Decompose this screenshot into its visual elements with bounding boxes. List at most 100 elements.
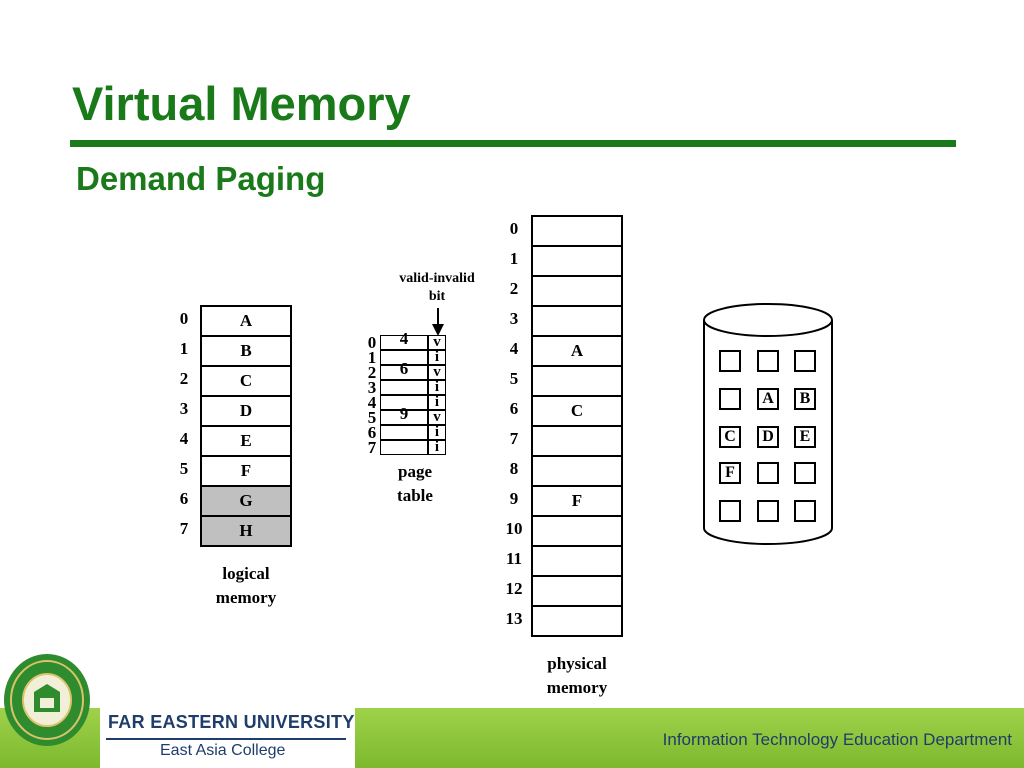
- title-rule: [70, 140, 956, 147]
- physical-frame-number: 4: [509, 339, 519, 358]
- physical-frame-cell: F: [531, 485, 623, 517]
- valid-invalid-bit: v: [433, 334, 441, 350]
- physical-frame-number: 11: [505, 549, 523, 568]
- disk-page-box: E: [794, 426, 816, 448]
- physical-frame-number: 9: [509, 489, 519, 508]
- page-table-bit-cell: [428, 380, 446, 395]
- physical-frame-number: 13: [505, 609, 523, 628]
- physical-frame-cell: [531, 545, 623, 577]
- physical-frame-cell: [531, 605, 623, 637]
- page-table-index: 2: [367, 363, 377, 382]
- logical-page-number: 6: [179, 489, 189, 508]
- logical-page-cell: E: [200, 425, 292, 457]
- disk-page-box: [719, 350, 741, 372]
- page-table-label: page table: [397, 462, 433, 505]
- logical-page-cell: H: [200, 515, 292, 547]
- physical-frame-number: 0: [509, 219, 519, 238]
- disk-page-box: F: [719, 462, 741, 484]
- physical-frame-cell: C: [531, 395, 623, 427]
- physical-frame-cell: [531, 365, 623, 397]
- disk-page-box: [794, 500, 816, 522]
- page-table-bit-cell: [428, 395, 446, 410]
- physical-frame-number: 5: [509, 369, 519, 388]
- logical-page-cell: D: [200, 395, 292, 427]
- disk-page-box: B: [794, 388, 816, 410]
- disk-page-box: [719, 500, 741, 522]
- page-table-index: 5: [367, 408, 377, 427]
- college-name: East Asia College: [160, 742, 286, 759]
- physical-frame-number: 2: [509, 279, 519, 298]
- valid-invalid-bit: v: [433, 364, 441, 380]
- page-table-frame-cell: [380, 365, 428, 380]
- logical-page-number: 2: [179, 369, 189, 388]
- page-table-index: 6: [367, 423, 377, 442]
- physical-frame-number: 10: [505, 519, 523, 538]
- page-table-frame-cell: [380, 425, 428, 440]
- page-table-frame-number: 9: [399, 404, 409, 423]
- slide-subtitle: Demand Paging: [76, 160, 326, 197]
- physical-frame-cell: [531, 425, 623, 457]
- valid-bit-arrow: [432, 308, 444, 336]
- valid-invalid-bit-annotation: valid-invalid bit: [399, 271, 475, 304]
- page-table-bit-cell: [428, 365, 446, 380]
- logical-page-number: 3: [179, 399, 189, 418]
- disk-page-box: C: [719, 426, 741, 448]
- physical-frame-cell: [531, 515, 623, 547]
- page-table-frame-cell: [380, 335, 428, 350]
- university-name: FAR EASTERN UNIVERSITY: [108, 712, 355, 732]
- valid-invalid-bit: i: [434, 379, 440, 395]
- physical-frame-cell: [531, 245, 623, 277]
- physical-frame-number: 1: [509, 249, 519, 268]
- logical-page-number: 7: [179, 519, 189, 538]
- page-table-bit-cell: [428, 350, 446, 365]
- valid-invalid-bit: i: [434, 349, 440, 365]
- logical-page-cell: F: [200, 455, 292, 487]
- logical-page-cell: B: [200, 335, 292, 367]
- page-table-bit-cell: [428, 425, 446, 440]
- page-table-frame-cell: [380, 440, 428, 455]
- university-seal-logo: [4, 654, 90, 746]
- page-table-index: 4: [367, 393, 377, 412]
- valid-invalid-bit: i: [434, 394, 440, 410]
- page-table-frame-cell: [380, 395, 428, 410]
- disk-page-box: A: [757, 388, 779, 410]
- disk-page-box: [757, 500, 779, 522]
- disk-page-box: [757, 462, 779, 484]
- page-table-index: 1: [367, 348, 377, 367]
- physical-frame-cell: [531, 275, 623, 307]
- disk-page-box: D: [757, 426, 779, 448]
- page-table-index: 0: [367, 333, 377, 352]
- page-table-frame-cell: [380, 350, 428, 365]
- physical-frame-cell: A: [531, 335, 623, 367]
- logical-page-cell: C: [200, 365, 292, 397]
- disk-page-box: [794, 350, 816, 372]
- physical-frame-number: 8: [509, 459, 519, 478]
- physical-frame-number: 12: [505, 579, 523, 598]
- physical-frame-cell: [531, 455, 623, 487]
- page-table-bit-cell: [428, 335, 446, 350]
- logical-page-number: 4: [179, 429, 189, 448]
- logical-page-number: 1: [179, 339, 189, 358]
- page-table-index: 3: [367, 378, 377, 397]
- page-table-bit-cell: [428, 440, 446, 455]
- page-table-frame-cell: [380, 380, 428, 395]
- disk-page-box: [794, 462, 816, 484]
- disk-page-box: [757, 350, 779, 372]
- page-table-index: 7: [367, 438, 377, 457]
- page-table-bit-cell: [428, 410, 446, 425]
- physical-frame-cell: [531, 305, 623, 337]
- page-table-frame-cell: [380, 410, 428, 425]
- valid-invalid-bit: i: [434, 439, 440, 455]
- university-divider: [106, 738, 346, 740]
- physical-frame-cell: [531, 575, 623, 607]
- physical-frame-number: 7: [509, 429, 519, 448]
- logical-page-cell: A: [200, 305, 292, 337]
- logical-memory-label: logical memory: [215, 564, 277, 607]
- slide-title: Virtual Memory: [72, 77, 411, 130]
- valid-invalid-bit: i: [434, 424, 440, 440]
- department-name: Information Technology Education Departm…: [662, 730, 1012, 749]
- physical-frame-number: 3: [509, 309, 519, 328]
- physical-memory-label: physical memory: [546, 654, 608, 697]
- page-table-frame-number: 4: [399, 329, 409, 348]
- disk-page-box: [719, 388, 741, 410]
